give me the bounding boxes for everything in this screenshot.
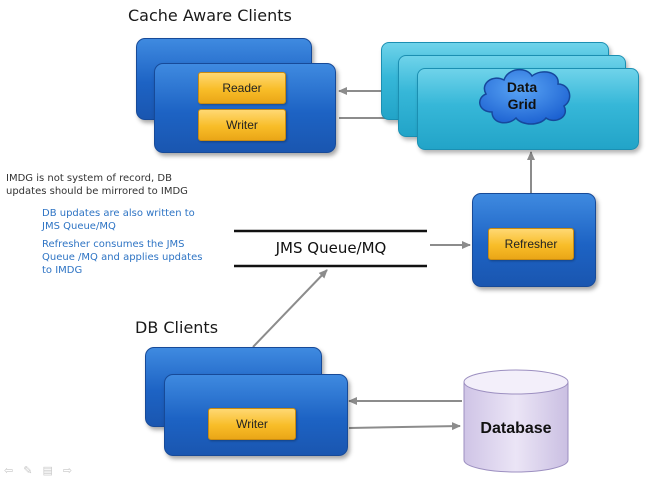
note-bullet-refresher-line1: Refresher consumes the JMS [42, 239, 185, 250]
slide-nav-controls: ⇦ ✎ ▤ ⇨ [4, 464, 72, 477]
arrow-dbclients-to-queue [252, 269, 328, 348]
db-clients-heading: DB Clients [135, 318, 219, 337]
imdg-note: IMDG is not system of record, DB updates… [6, 172, 188, 198]
cache-writer-button: Writer [198, 109, 286, 141]
database-cylinder-icon [463, 369, 569, 473]
imdg-note-line2: updates should be mirrored to IMDG [6, 186, 188, 197]
left-arrow-icon[interactable]: ⇦ [4, 465, 14, 477]
pen-icon[interactable]: ✎ [23, 465, 33, 477]
database-label: Database [480, 420, 552, 437]
db-writer-button: Writer [208, 408, 296, 440]
cache-clients-heading: Cache Aware Clients [128, 6, 292, 25]
note-bullet-refresher-line3: to IMDG [42, 265, 83, 276]
note-bullet-refresher: Refresher consumes the JMS Queue /MQ and… [42, 238, 202, 277]
refresher-button: Refresher [488, 228, 574, 260]
reader-button: Reader [198, 72, 286, 104]
note-bullet-refresher-line2: Queue /MQ and applies updates [42, 252, 203, 263]
data-grid-label-line1: Data [506, 79, 538, 95]
menu-icon[interactable]: ▤ [42, 465, 53, 477]
arrow-writer-to-database [348, 422, 461, 431]
imdg-note-line1: IMDG is not system of record, DB [6, 173, 172, 184]
note-bullet-db-updates-line1: DB updates are also written to [42, 208, 195, 219]
jms-queue-label: JMS Queue/MQ [275, 239, 387, 257]
right-arrow-icon[interactable]: ⇨ [62, 465, 73, 477]
data-grid-cloud-icon [479, 68, 571, 125]
data-grid-label-line2: Grid [507, 96, 537, 112]
note-bullet-db-updates-line2: JMS Queue/MQ [42, 221, 116, 232]
data-grid-label: Data Grid [492, 79, 552, 113]
note-bullet-db-updates: DB updates are also written to JMS Queue… [42, 207, 195, 233]
